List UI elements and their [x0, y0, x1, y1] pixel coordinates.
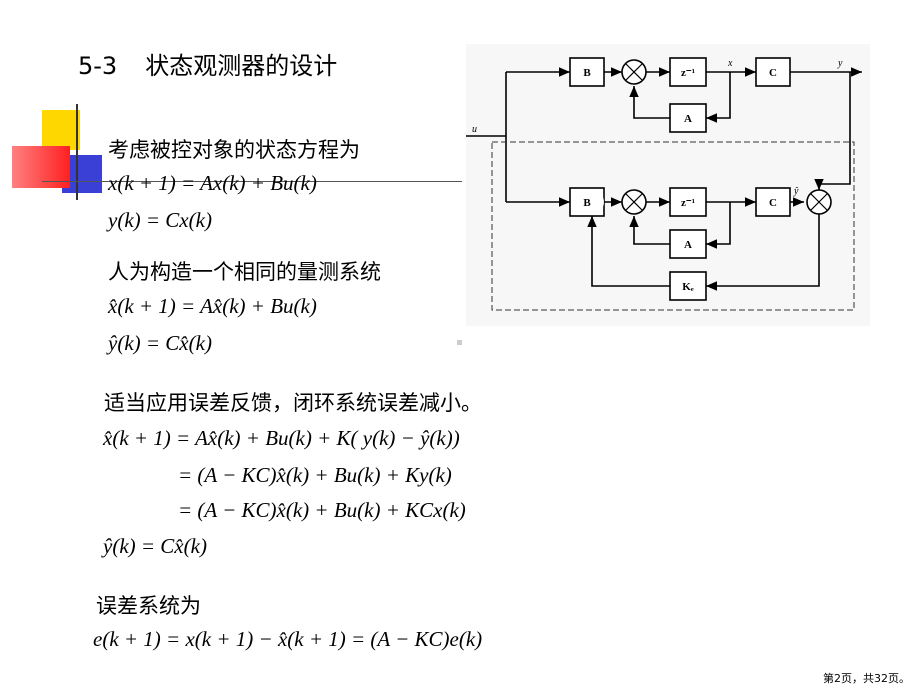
- section2-eq2: ŷ(k) = Cx̂(k): [108, 331, 212, 355]
- section3-eq1: x̂(k + 1) = Ax̂(k) + Bu(k) + K( y(k) − ŷ…: [103, 426, 460, 450]
- block-c-plant: [755, 57, 791, 87]
- page-counter: 第2页，共32页。: [823, 672, 910, 685]
- label-z-observer: z⁻¹: [681, 197, 695, 209]
- section2-intro: 人为构造一个相同的量测系统: [108, 260, 381, 284]
- label-c-observer: C: [769, 197, 777, 209]
- block-z-plant: [669, 57, 707, 87]
- title-text: 状态观测器的设计: [145, 52, 338, 80]
- section3-eq2: = (A − KC)x̂(k) + Bu(k) + Ky(k): [178, 463, 452, 487]
- section3-intro: 适当应用误差反馈，闭环系统误差减小。: [104, 391, 482, 415]
- decor-horizontal-line: [42, 181, 462, 182]
- block-c-observer: [755, 187, 791, 217]
- label-a-plant: A: [684, 113, 692, 125]
- label-u: u: [472, 124, 477, 135]
- label-b-plant: B: [583, 67, 591, 79]
- section3-eq3: = (A − KC)x̂(k) + Bu(k) + KCx(k): [178, 498, 466, 522]
- block-a-plant: [669, 103, 707, 133]
- dot-marker: [457, 340, 462, 345]
- decor-vertical-line: [76, 104, 78, 200]
- label-x: x: [727, 58, 733, 69]
- page-title: 5-3 状态观测器的设计: [78, 46, 337, 81]
- section1-intro: 考虑被控对象的状态方程为: [108, 138, 360, 162]
- section1-eq1: x(k + 1) = Ax(k) + Bu(k): [108, 171, 317, 195]
- block-b-plant: [569, 57, 605, 87]
- block-a-observer: [669, 229, 707, 259]
- label-z-plant: z⁻¹: [681, 67, 695, 79]
- section2-eq1: x̂(k + 1) = Ax̂(k) + Bu(k): [108, 294, 317, 318]
- label-yhat: ŷ: [793, 186, 799, 197]
- decor-yellow-square: [42, 110, 80, 150]
- section3-eq4: ŷ(k) = Cx̂(k): [103, 534, 207, 558]
- label-a-observer: A: [684, 239, 692, 251]
- section4-intro: 误差系统为: [96, 594, 201, 618]
- block-z-observer: [669, 187, 707, 217]
- section1-eq2: y(k) = Cx(k): [108, 208, 212, 232]
- title-number: 5-3: [78, 52, 118, 80]
- label-c-plant: C: [769, 67, 777, 79]
- label-k-observer: Kₑ: [682, 281, 694, 293]
- observer-block-diagram: B z⁻¹ C A B z⁻¹ C A Kₑ x y u ŷ: [466, 44, 870, 326]
- block-k-observer: [669, 271, 707, 301]
- label-b-observer: B: [583, 197, 591, 209]
- section4-eq1: e(k + 1) = x(k + 1) − x̂(k + 1) = (A − K…: [93, 627, 483, 651]
- label-y: y: [837, 58, 843, 69]
